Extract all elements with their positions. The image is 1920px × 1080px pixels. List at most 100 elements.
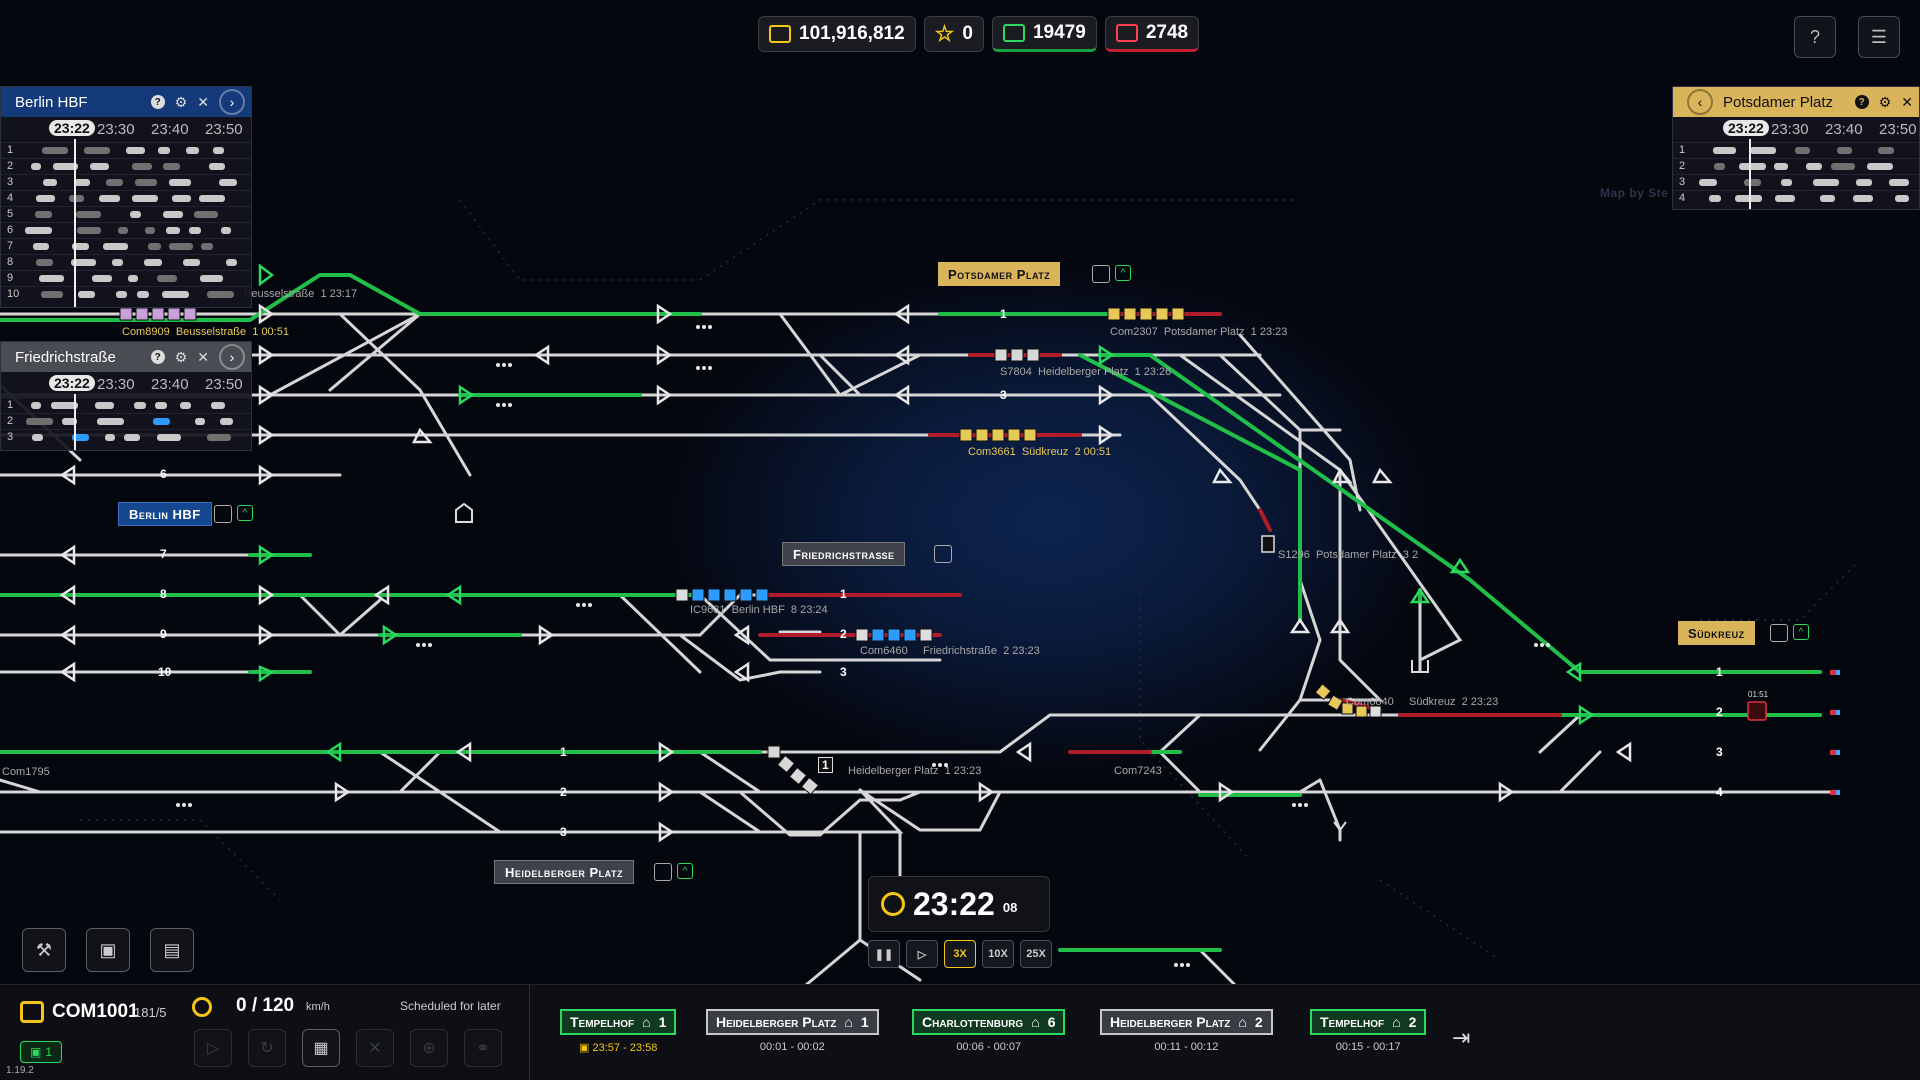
occupancy-block[interactable] — [99, 195, 120, 202]
platform-row[interactable]: 1 — [1, 397, 251, 413]
occupancy-block[interactable] — [90, 163, 109, 170]
help-icon[interactable]: ? — [150, 95, 165, 109]
route-stop[interactable]: Tempelhof⌂1 ▣ 23:57 - 23:58 — [560, 1009, 677, 1054]
log-tool-button[interactable]: ▤ — [150, 928, 194, 972]
occupancy-block[interactable] — [169, 179, 191, 186]
platform-row[interactable]: 2 — [1, 158, 251, 174]
station-icons-heidelberger[interactable]: ^ — [654, 863, 693, 881]
start-button[interactable]: ▷ — [194, 1029, 232, 1067]
occupancy-block[interactable] — [200, 275, 223, 282]
occupancy-block[interactable] — [1713, 147, 1736, 154]
link-button[interactable]: ⚭ — [464, 1029, 502, 1067]
occupancy-block[interactable] — [226, 259, 237, 266]
occupancy-block[interactable] — [84, 147, 110, 154]
help-button[interactable]: ? — [1794, 16, 1836, 58]
help-icon[interactable]: ? — [150, 350, 165, 364]
occupancy-block[interactable] — [105, 434, 115, 441]
occupancy-block[interactable] — [186, 147, 199, 154]
occupancy-block[interactable] — [213, 147, 224, 154]
occupancy-block[interactable] — [71, 259, 96, 266]
occupancy-block[interactable] — [1795, 147, 1810, 154]
occupancy-block[interactable] — [153, 418, 170, 425]
occupancy-block[interactable] — [95, 402, 114, 409]
occupancy-block[interactable] — [1867, 163, 1893, 170]
occupancy-block[interactable] — [126, 147, 145, 154]
train-label-com7243[interactable]: Com7243 — [1114, 765, 1162, 777]
expand-icon[interactable]: ^ — [1793, 624, 1809, 640]
train-label-com2307[interactable]: Com2307 Potsdamer Platz 1 23:23 — [1110, 326, 1288, 338]
platform-row[interactable]: 3 — [1, 429, 251, 445]
occupancy-block[interactable] — [76, 211, 101, 218]
chevron-left-icon[interactable]: ‹ — [1687, 89, 1713, 115]
platform-row[interactable]: 8 — [1, 254, 251, 270]
occupancy-block[interactable] — [106, 179, 123, 186]
depot-icon[interactable] — [1770, 624, 1788, 642]
occupancy-block[interactable] — [219, 179, 237, 186]
occupancy-block[interactable] — [130, 211, 141, 218]
occupancy-block[interactable] — [155, 402, 167, 409]
platform-row[interactable]: 1 — [1673, 142, 1919, 158]
occupancy-block[interactable] — [97, 418, 124, 425]
station-panel-potsdamer[interactable]: ‹ Potsdamer Platz ? ⚙ ✕ 23:22 23:30 23:4… — [1672, 86, 1920, 210]
chip-tool-button[interactable]: ▣ — [86, 928, 130, 972]
cancel-route-button[interactable]: ✕ — [356, 1029, 394, 1067]
chevron-right-icon[interactable]: › — [219, 344, 245, 370]
occupancy-block[interactable] — [1889, 179, 1909, 186]
reverse-button[interactable]: ↻ — [248, 1029, 286, 1067]
occupancy-block[interactable] — [132, 195, 158, 202]
occupancy-block[interactable] — [1878, 147, 1894, 154]
train-label-com6460[interactable]: Com6460 Friedrichstraße 2 23:23 — [860, 645, 1040, 657]
gear-icon[interactable]: ⚙ — [174, 348, 188, 365]
expand-icon[interactable]: ^ — [677, 863, 693, 879]
occupancy-block[interactable] — [1831, 163, 1855, 170]
occupancy-block[interactable] — [211, 402, 225, 409]
occupancy-block[interactable] — [112, 259, 123, 266]
occupancy-block[interactable] — [1739, 163, 1766, 170]
occupancy-block[interactable] — [189, 227, 201, 234]
occupancy-block[interactable] — [42, 147, 68, 154]
stop-label[interactable]: Tempelhof⌂1 — [560, 1009, 677, 1035]
occupancy-block[interactable] — [201, 243, 213, 250]
route-stop[interactable]: Heidelberger Platz⌂1 00:01 - 00:02 — [706, 1009, 879, 1053]
station-icons-potsdamer[interactable]: ^ — [1092, 265, 1131, 283]
depot-icon[interactable] — [654, 863, 672, 881]
occupancy-block[interactable] — [163, 211, 183, 218]
station-label-suedkreuz[interactable]: Südkreuz — [1678, 621, 1755, 645]
depot-icon[interactable] — [934, 545, 952, 563]
occupancy-block[interactable] — [33, 243, 49, 250]
gear-icon[interactable]: ⚙ — [1878, 93, 1892, 110]
occupancy-block[interactable] — [1856, 179, 1872, 186]
train-label-com6840[interactable]: Com6840 Südkreuz 2 23:23 — [1346, 696, 1499, 708]
station-label-heidelberger[interactable]: Heidelberger Platz — [494, 860, 635, 884]
occupancy-block[interactable] — [62, 418, 77, 425]
occupancy-block[interactable] — [72, 434, 89, 441]
occupancy-block[interactable] — [41, 291, 63, 298]
occupancy-block[interactable] — [32, 434, 43, 441]
expand-icon[interactable]: ^ — [1115, 265, 1131, 281]
occupancy-block[interactable] — [207, 434, 231, 441]
route-stop[interactable]: Heidelberger Platz⌂2 00:11 - 00:12 — [1100, 1009, 1273, 1053]
platform-row[interactable]: 6 — [1, 222, 251, 238]
occupancy-block[interactable] — [1750, 147, 1776, 154]
occupancy-block[interactable] — [1699, 179, 1717, 186]
gear-icon[interactable]: ⚙ — [174, 93, 188, 110]
play-button[interactable]: ▷ — [906, 940, 938, 968]
occupancy-block[interactable] — [207, 291, 234, 298]
occupancy-block[interactable] — [43, 179, 57, 186]
occupancy-block[interactable] — [158, 147, 170, 154]
occupancy-block[interactable] — [1735, 195, 1762, 202]
locate-button[interactable]: ⊕ — [410, 1029, 448, 1067]
occupancy-block[interactable] — [103, 243, 128, 250]
occupancy-block[interactable] — [135, 179, 157, 186]
speed-10x-button[interactable]: 10X — [982, 940, 1014, 968]
occupancy-block[interactable] — [1709, 195, 1721, 202]
train-label-com8909[interactable]: Com8909 Beusselstraße 1 00:51 — [122, 326, 289, 338]
stop-label[interactable]: Heidelberger Platz⌂1 — [706, 1009, 879, 1035]
occupancy-block[interactable] — [157, 275, 177, 282]
occupancy-block[interactable] — [220, 418, 233, 425]
platform-row[interactable]: 2 — [1673, 158, 1919, 174]
occupancy-block[interactable] — [180, 402, 191, 409]
